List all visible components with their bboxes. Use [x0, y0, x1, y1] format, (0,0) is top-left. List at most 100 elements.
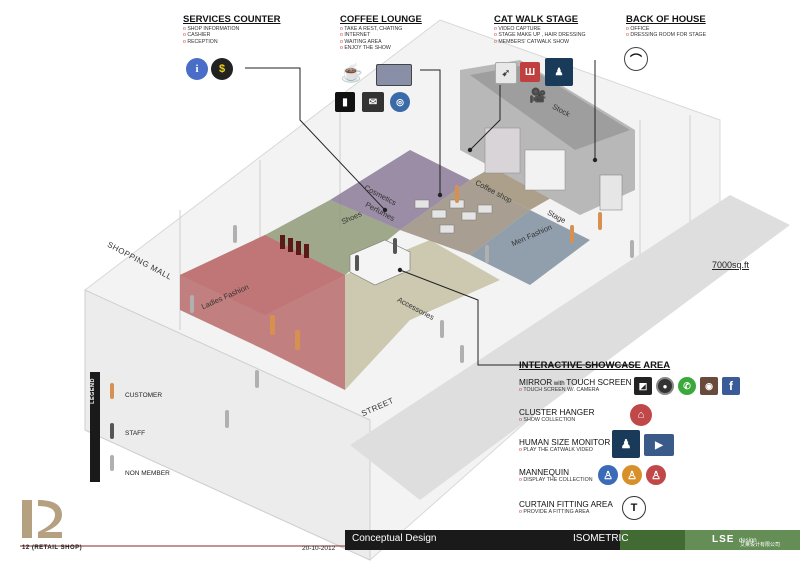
interactive-title: INTERACTIVE SHOWCASE AREA: [519, 360, 671, 371]
feature-mirror-sub: TOUCH SCREEN W/. CAMERA: [519, 387, 632, 393]
legend-customer-swatch: [110, 383, 114, 399]
back-office-door: [599, 174, 623, 211]
hairdryer-icon: ➹: [495, 62, 517, 84]
services-counter-list: SHOP INFORMATION CASHIER RECEPTION: [183, 26, 280, 45]
leader-dot-stage: [467, 147, 473, 153]
feature-curtain-sub: PROVIDE A FITTING AREA: [519, 509, 613, 515]
feature-cluster-title: CLUSTER HANGER: [519, 408, 595, 417]
legend-bar: [90, 372, 100, 482]
movie-camera-icon: 🎥: [529, 86, 547, 103]
reader-icon: ▮: [335, 92, 355, 112]
feature-mannequin: MANNEQUIN DISPLAY THE COLLECTION: [519, 468, 593, 483]
legend-staff-swatch: [110, 423, 114, 439]
footer-company: LSE design: [712, 529, 757, 547]
feature-mirror: MIRROR with TOUCH SCREEN TOUCH SCREEN W/…: [519, 378, 632, 393]
chat-icon: ✉: [362, 92, 384, 112]
coffee-item: ENJOY THE SHOW: [340, 45, 422, 51]
feature-mannequin-sub: DISPLAY THE COLLECTION: [519, 477, 592, 483]
legend-customer: CUSTOMER: [125, 392, 163, 399]
footer-bar-green: [620, 530, 800, 550]
cluster-hanger-icon: ⌂: [630, 404, 652, 426]
laptop-icon: [376, 64, 412, 86]
project-logo: [22, 500, 62, 538]
zone-ladies-floor: [180, 235, 345, 315]
play-video-icon: ▶: [644, 434, 674, 456]
mannequin-icon: ♙: [598, 465, 618, 485]
services-counter-callout: SERVICES COUNTER SHOP INFORMATION CASHIE…: [183, 14, 280, 45]
catwalk-item: MEMBERS' CATWALK SHOW: [494, 39, 585, 45]
footer-company-cn: 艾莱设计有限公司: [740, 542, 781, 548]
camera-app-icon: ◩: [634, 377, 652, 395]
catwalk-item: STAGE MAKE UP , HAIR DRESSING: [494, 32, 585, 38]
staff-figures: [355, 238, 397, 271]
zone-men-fashion: [470, 210, 590, 285]
coffee-lounge-title: COFFEE LOUNGE: [340, 14, 422, 25]
non-member-figures: [190, 225, 634, 428]
info-icon: i: [186, 58, 208, 80]
coffee-cup-icon: ☕: [340, 62, 364, 83]
coffee-item: TAKE A REST, CHATING: [340, 26, 422, 32]
legend-non-member-swatch: [110, 455, 114, 471]
feature-human-monitor: HUMAN SIZE MONITOR PLAY THE CATWALK VIDE…: [519, 438, 610, 453]
monitor-video-icon: ♟: [612, 430, 640, 458]
catwalk-stage-callout: CAT WALK STAGE VIDEO CAPTURE STAGE MAKE …: [494, 14, 585, 45]
back-of-house-item: DRESSING ROOM FOR STAGE: [626, 32, 706, 38]
feature-cluster-sub: SHOW COLLECTION: [519, 417, 595, 423]
leader-lines: [245, 60, 640, 366]
coffee-item: WAITING AREA: [340, 39, 422, 45]
coffee-lounge-list: TAKE A REST, CHATING INTERNET WAITING AR…: [340, 26, 422, 52]
feature-cluster-hanger: CLUSTER HANGER SHOW COLLECTION: [519, 408, 595, 423]
footer-view: ISOMETRIC: [573, 533, 629, 544]
services-item: CASHIER: [183, 32, 280, 38]
customer-figures: [270, 185, 602, 350]
footer-bar-dark: [345, 530, 685, 550]
back-of-house-list: OFFICE DRESSING ROOM FOR STAGE: [626, 26, 706, 39]
coffee-lounge-callout: COFFEE LOUNGE TAKE A REST, CHATING INTER…: [340, 14, 422, 52]
coffee-tables: [414, 199, 493, 234]
footer-company-name: LSE: [712, 534, 735, 545]
back-of-house-callout: BACK OF HOUSE OFFICE DRESSING ROOM FOR S…: [626, 14, 706, 39]
legend-staff: STAFF: [125, 430, 146, 437]
comb-icon: Ш: [520, 62, 540, 82]
legend-title: LEGEND: [90, 378, 96, 404]
back-of-house-title: BACK OF HOUSE: [626, 14, 706, 25]
area-label: 7000sq.ft: [712, 260, 750, 270]
legend-non-member: NON MEMBER: [125, 470, 170, 477]
stock-room: [470, 65, 630, 150]
instagram-icon: ◉: [700, 377, 718, 395]
feature-mirror-title: MIRROR with TOUCH SCREEN: [519, 378, 632, 387]
services-counter-title: SERVICES COUNTER: [183, 14, 281, 25]
leader-dot-services: [382, 207, 388, 213]
back-of-house-item: OFFICE: [626, 26, 706, 32]
lens-icon: ●: [656, 377, 674, 395]
catwalk-stage-title: CAT WALK STAGE: [494, 14, 579, 25]
services-item: RECEPTION: [183, 39, 280, 45]
street-area: [350, 195, 790, 500]
coffee-item: INTERNET: [340, 32, 422, 38]
catwalk-screen: [484, 127, 521, 174]
footer-project: 12 (RETAIL SHOP): [22, 545, 83, 551]
red-chairs: [280, 235, 309, 258]
mannequin-icon: ♙: [622, 465, 642, 485]
feature-mannequin-title: MANNEQUIN: [519, 468, 570, 477]
footer-company-small: design: [738, 538, 757, 544]
mannequin-icon: ♙: [646, 465, 666, 485]
leader-dot-coffee: [437, 192, 443, 198]
dollar-icon: $: [211, 58, 233, 80]
hanger-icon: ⌒: [624, 47, 648, 71]
catwalk-stage-list: VIDEO CAPTURE STAGE MAKE UP , HAIR DRESS…: [494, 26, 585, 45]
catwalk-video-icon: ♟: [545, 58, 573, 86]
feature-curtain-title: CURTAIN FITTING AREA: [519, 500, 613, 509]
zone-cosmetics: [330, 150, 470, 230]
facebook-icon: f: [722, 377, 740, 395]
leader-dot-back: [592, 157, 598, 163]
whatsapp-icon: ✆: [678, 377, 696, 395]
catwalk-item: VIDEO CAPTURE: [494, 26, 585, 32]
footer-stage: Conceptual Design: [352, 533, 437, 544]
feature-monitor-sub: PLAY THE CATWALK VIDEO: [519, 447, 610, 453]
services-item: SHOP INFORMATION: [183, 26, 280, 32]
stage-backdrop: [524, 149, 566, 191]
feature-curtain-fitting: CURTAIN FITTING AREA PROVIDE A FITTING A…: [519, 500, 613, 515]
